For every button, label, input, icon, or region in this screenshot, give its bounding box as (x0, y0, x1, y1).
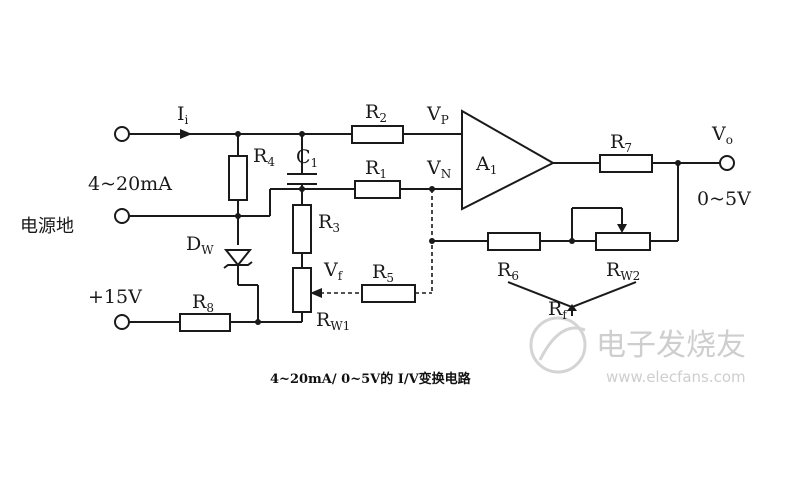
current-arrow-icon (180, 129, 192, 139)
label-vp: VP (426, 103, 449, 127)
label-r5: R5 (372, 261, 394, 285)
ground-terminal[interactable] (114, 208, 130, 224)
resistor-r3 (292, 204, 312, 254)
op-amp-a1 (461, 109, 556, 211)
label-range-in: 4~20mA (88, 173, 172, 195)
rw1-wiper-arrow-icon (310, 288, 322, 298)
label-r4: R4 (253, 145, 275, 169)
label-r8: R8 (192, 291, 214, 315)
potentiometer-rw2 (595, 232, 651, 251)
label-range-out: 0~5V (697, 188, 751, 210)
resistor-r8 (179, 313, 231, 332)
watermark-logo-icon (529, 316, 587, 374)
resistor-r4 (228, 155, 248, 201)
diagram-caption: 4~20mA/ 0~5V的 I/V变换电路 (270, 371, 472, 387)
label-r6: R6 (497, 259, 519, 283)
rw2-wiper-arrow-icon (617, 224, 627, 233)
label-vo: Vo (711, 123, 733, 147)
resistor-r2 (351, 125, 404, 144)
resistor-r5 (361, 284, 416, 303)
label-vn: VN (426, 157, 451, 181)
label-supply: +15V (88, 286, 142, 308)
supply-terminal[interactable] (114, 314, 130, 330)
label-ground: 电源地 (20, 216, 74, 237)
junction-dots (235, 131, 681, 325)
input-terminal[interactable] (114, 126, 130, 142)
label-r2: R2 (365, 101, 387, 125)
watermark: 电子发烧友 www.elecfans.com (529, 316, 746, 386)
label-c1: C1 (296, 146, 318, 170)
zener-diode-dw (223, 249, 253, 269)
resistor-r6 (487, 232, 541, 251)
label-rf: Rf (548, 298, 568, 322)
potentiometer-rw1 (292, 267, 312, 313)
label-r7: R7 (610, 131, 632, 155)
label-a1: A1 (475, 153, 497, 177)
resistor-r1 (354, 180, 401, 199)
label-rw2: RW2 (606, 259, 640, 283)
label-r1: R1 (365, 157, 387, 181)
output-terminal[interactable] (719, 155, 735, 171)
capacitor-c1 (287, 173, 317, 185)
label-ii: Ii (177, 103, 189, 127)
watermark-logo-icon-swoosh (538, 326, 586, 361)
label-rw1: RW1 (316, 309, 350, 333)
resistor-r7 (599, 154, 653, 173)
watermark-brand: 电子发烧友 (596, 328, 746, 363)
label-r3: R3 (318, 211, 340, 235)
label-vf: Vf (323, 259, 344, 283)
watermark-url: www.elecfans.com (606, 368, 746, 386)
label-dw: DW (186, 233, 214, 257)
rf-brace (507, 281, 637, 316)
